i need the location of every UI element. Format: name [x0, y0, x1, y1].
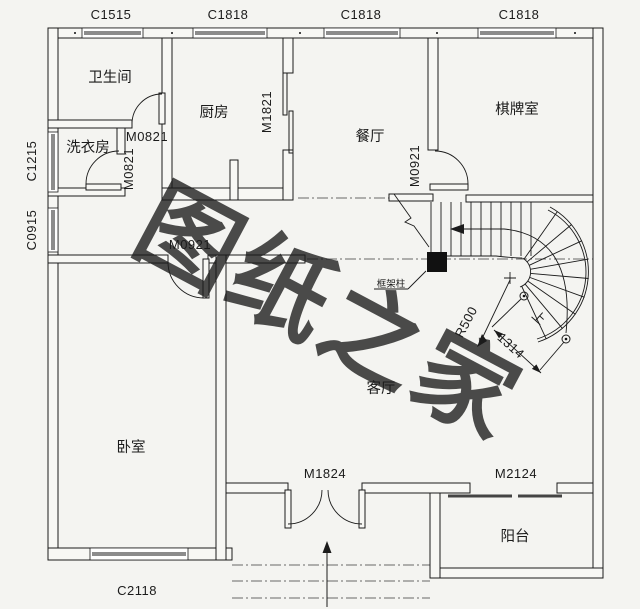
windows	[47, 27, 576, 561]
door-label-laundry: M0821	[121, 148, 136, 190]
window-label-c1818-chess: C1818	[499, 7, 540, 22]
window-c1515	[81, 27, 144, 39]
room-labels: 卫生间 洗衣房 厨房 餐厅 棋牌室 卧室 客厅 阳台	[66, 69, 539, 545]
window-c1215	[47, 131, 59, 193]
living-room-label: 客厅	[367, 380, 396, 397]
window-label-c1818-dining: C1818	[341, 7, 382, 22]
door-label-entry: M1824	[304, 466, 346, 481]
stair-up-label: 上	[529, 308, 549, 328]
window-c1818-dining	[323, 27, 401, 39]
window-label-c1515: C1515	[91, 7, 132, 22]
window-c1818-chess	[477, 27, 557, 39]
chess-room-label: 棋牌室	[495, 101, 539, 118]
window-label-c2118: C2118	[117, 583, 157, 598]
door-label-kitchen: M1821	[259, 91, 274, 133]
window-c1818-kitchen	[192, 27, 268, 39]
bathroom-label: 卫生间	[88, 69, 132, 86]
door-label-bedroom: M0921	[169, 237, 211, 252]
bedroom-label: 卧室	[117, 439, 146, 456]
door-label-bathroom: M0821	[126, 129, 168, 144]
entrance-arrow	[322, 541, 332, 607]
frame-column-label: 框架柱	[377, 278, 406, 290]
door-label-chess: M0921	[407, 145, 422, 187]
bathroom-door	[131, 92, 166, 125]
window-labels: C1515 C1818 C1818 C1818 C1215 C0915 C211…	[24, 7, 539, 598]
entry-double-door	[284, 489, 366, 529]
balcony-label: 阳台	[501, 528, 530, 545]
frame-column	[427, 252, 447, 272]
door-label-balcony: M2124	[495, 466, 537, 481]
laundry-door	[85, 150, 122, 191]
dining-label: 餐厅	[356, 128, 385, 145]
kitchen-label: 厨房	[200, 104, 229, 121]
bedroom-door	[167, 258, 210, 299]
window-c2118	[89, 547, 189, 561]
kitchen-sliding-door	[282, 72, 294, 154]
window-label-c0915: C0915	[24, 210, 39, 251]
window-label-c1818-kitchen: C1818	[208, 7, 249, 22]
staircase	[374, 193, 589, 374]
chess-room-door	[429, 150, 469, 191]
window-label-c1215: C1215	[24, 141, 39, 182]
door-labels: M0821 M0821 M1821 M0921 M0921 M1824 M212…	[121, 91, 537, 481]
window-c0915	[47, 207, 59, 253]
laundry-label: 洗衣房	[66, 139, 110, 156]
doors	[85, 72, 562, 529]
interior-walls	[47, 37, 594, 561]
